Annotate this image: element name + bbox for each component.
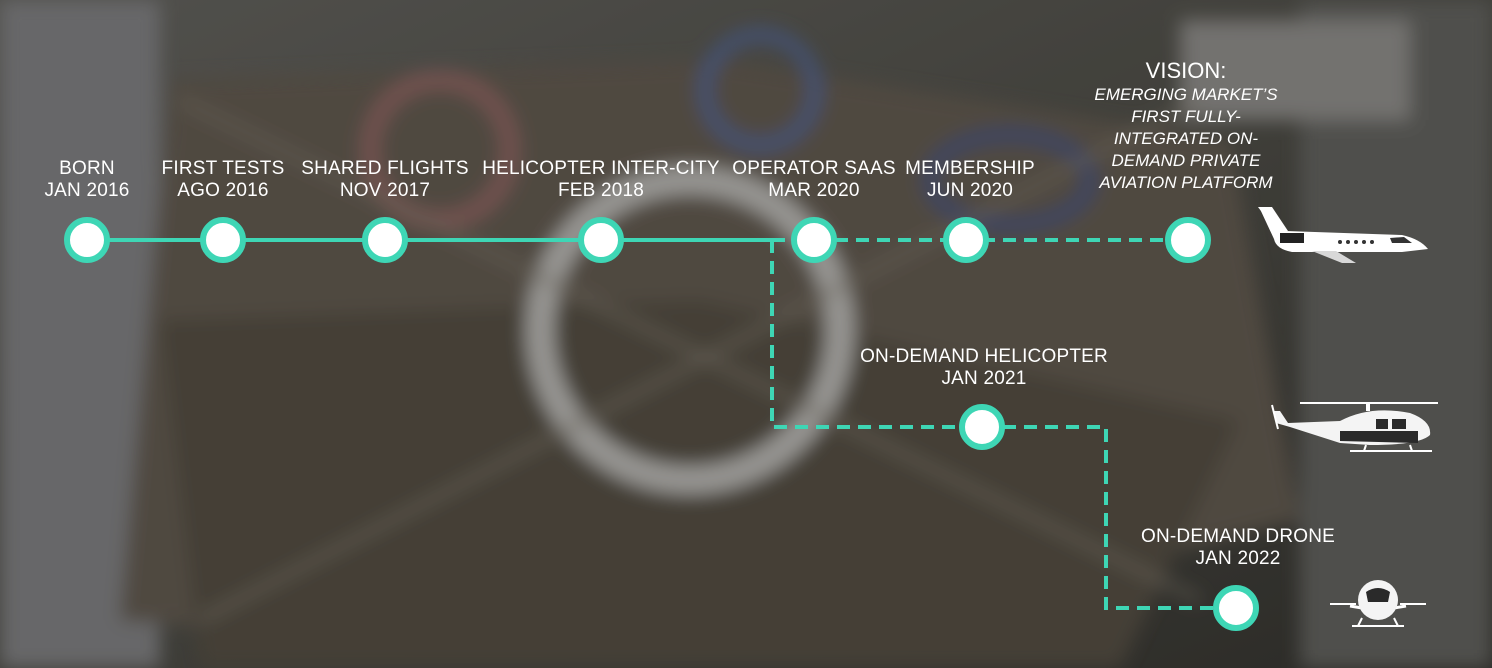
vision-block: VISION: EMERGING MARKET’S FIRST FULLY- I… bbox=[1066, 58, 1306, 194]
milestone-title: ON-DEMAND DRONE bbox=[1140, 526, 1336, 547]
milestone-title: BORN bbox=[59, 158, 115, 179]
milestone-date: AGO 2016 bbox=[177, 180, 269, 201]
helicopter-icon bbox=[1271, 402, 1438, 452]
milestone-membership-label: MEMBERSHIP JUN 2020 bbox=[905, 158, 1035, 202]
node-first-tests bbox=[200, 217, 246, 263]
milestone-date: JAN 2016 bbox=[44, 180, 130, 201]
passenger-drone-icon bbox=[1330, 580, 1426, 627]
milestone-title: SHARED FLIGHTS bbox=[301, 158, 469, 179]
node-helicopter-inter-city bbox=[578, 217, 624, 263]
milestone-date: NOV 2017 bbox=[339, 180, 431, 201]
vision-title: VISION: bbox=[1145, 58, 1227, 83]
node-vision bbox=[1165, 217, 1211, 263]
branch-line-drone bbox=[982, 425, 1236, 610]
milestone-date: FEB 2018 bbox=[557, 180, 645, 201]
milestone-date: JUN 2020 bbox=[926, 180, 1014, 201]
node-born bbox=[64, 217, 110, 263]
milestone-operator-saas-label: OPERATOR SAAS MAR 2020 bbox=[732, 158, 895, 202]
milestone-title: OPERATOR SAAS bbox=[732, 158, 896, 179]
milestone-date: JAN 2021 bbox=[941, 368, 1027, 389]
node-on-demand-helicopter bbox=[959, 404, 1005, 450]
node-membership bbox=[943, 217, 989, 263]
milestone-on-demand-drone-label: ON-DEMAND DRONE JAN 2022 bbox=[1141, 526, 1335, 570]
milestone-date: JAN 2022 bbox=[1195, 548, 1281, 569]
milestone-title: ON-DEMAND HELICOPTER bbox=[860, 346, 1108, 367]
private-jet-icon bbox=[1258, 207, 1428, 263]
milestone-helicopter-inter-city-label: HELICOPTER INTER-CITY FEB 2018 bbox=[482, 158, 720, 202]
node-shared-flights bbox=[362, 217, 408, 263]
node-operator-saas bbox=[791, 217, 837, 263]
milestone-first-tests-label: FIRST TESTS AGO 2016 bbox=[162, 158, 285, 202]
milestone-title: HELICOPTER INTER-CITY bbox=[482, 158, 720, 179]
milestone-shared-flights-label: SHARED FLIGHTS NOV 2017 bbox=[301, 158, 469, 202]
milestone-on-demand-helicopter-label: ON-DEMAND HELICOPTER JAN 2021 bbox=[860, 346, 1108, 390]
branch-line-helicopter bbox=[770, 240, 982, 429]
milestone-date: MAR 2020 bbox=[768, 180, 860, 201]
milestone-title: FIRST TESTS bbox=[161, 158, 285, 179]
milestone-born-label: BORN JAN 2016 bbox=[44, 158, 129, 202]
vision-statement: EMERGING MARKET’S FIRST FULLY- INTEGRATE… bbox=[1094, 85, 1278, 192]
milestone-title: MEMBERSHIP bbox=[905, 158, 1035, 179]
node-on-demand-drone bbox=[1213, 585, 1259, 631]
